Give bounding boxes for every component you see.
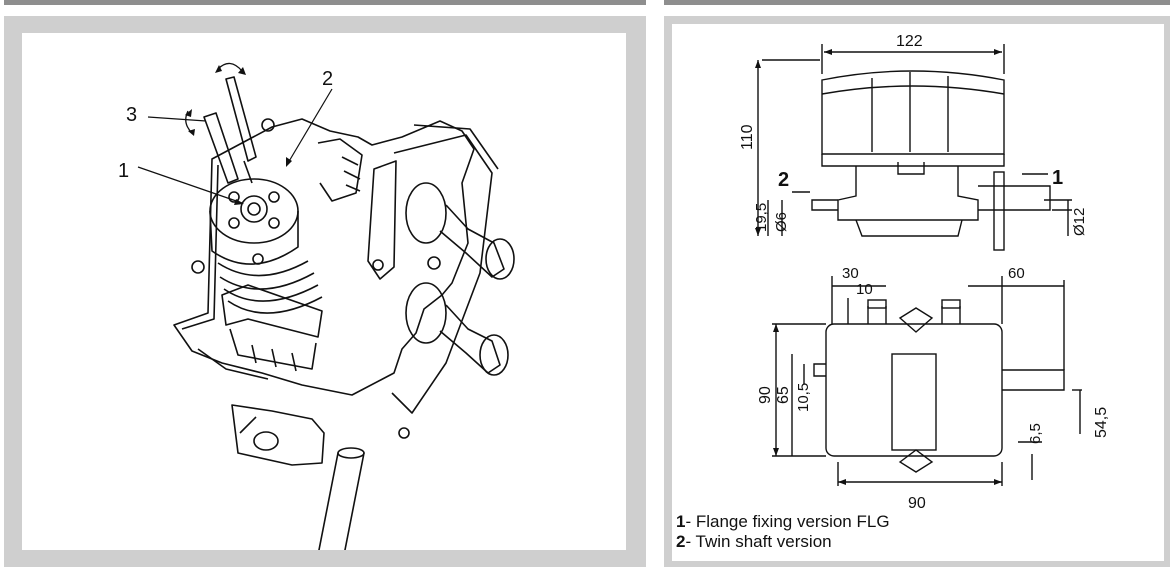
dim-60: 60 [1008,265,1025,282]
right-panel: 122 110 19,5 Ø6 Ø12 2 1 30 10 60 90 65 1… [664,16,1170,567]
dim-diam-12: Ø12 [1071,208,1088,236]
dim-90-width: 90 [908,495,926,512]
dim-diam-6: Ø6 [773,212,790,232]
top-rule-right [664,0,1170,5]
dim-6-5: 6,5 [1027,423,1044,444]
dim-10-5: 10,5 [795,383,812,412]
label-2: 2 [778,169,789,191]
legend: 1- Flange fixing version FLG 2- Twin sha… [676,512,890,552]
dim-54-5: 54,5 [1093,407,1110,438]
callout-2: 2 [322,68,333,90]
dim-110: 110 [739,124,756,150]
legend-num-1: 1 [676,512,686,531]
top-rule-left [4,0,646,5]
dim-90-height: 90 [757,386,774,404]
legend-text-1: - Flange fixing version FLG [685,512,890,531]
dim-65: 65 [775,386,792,404]
dim-10: 10 [856,281,873,298]
legend-item-2: 2- Twin shaft version [676,532,890,552]
legend-text-2: - Twin shaft version [685,532,832,551]
dimension-drawing: 122 110 19,5 Ø6 Ø12 2 1 30 10 60 90 65 1… [739,33,1110,512]
callout-3: 3 [126,104,137,126]
right-drawing-area: 122 110 19,5 Ø6 Ø12 2 1 30 10 60 90 65 1… [672,24,1164,561]
left-drawing-area: 1 2 3 [22,33,626,556]
left-panel: 1 2 3 [4,16,646,567]
dim-30: 30 [842,265,859,282]
dim-19-5: 19,5 [753,203,770,232]
callout-1: 1 [118,160,129,182]
label-1: 1 [1052,167,1063,189]
dim-122: 122 [896,33,923,50]
switch-assembly-drawing: 1 2 3 [118,62,515,556]
legend-num-2: 2 [676,532,686,551]
legend-item-1: 1- Flange fixing version FLG [676,512,890,532]
